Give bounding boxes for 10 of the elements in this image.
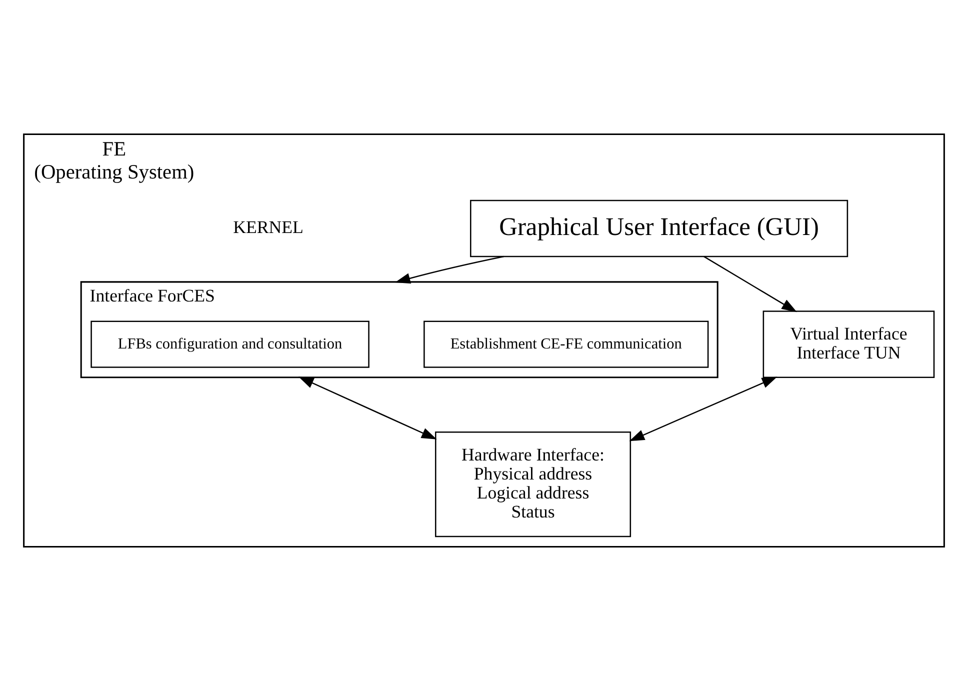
node-box: Virtual Interface Interface TUN <box>762 310 935 378</box>
node-box: LFBs configuration and consultation <box>90 320 370 368</box>
arrow <box>629 376 778 441</box>
node-box: Hardware Interface: Physical address Logical address Status <box>434 431 632 537</box>
arrow <box>298 376 437 439</box>
node-box: Establishment CE-FE communication <box>424 320 709 368</box>
arrow <box>394 255 504 284</box>
node-box: Graphical User Interface (GUI) <box>470 199 848 257</box>
label: KERNEL <box>233 216 304 237</box>
arrow <box>704 256 797 312</box>
